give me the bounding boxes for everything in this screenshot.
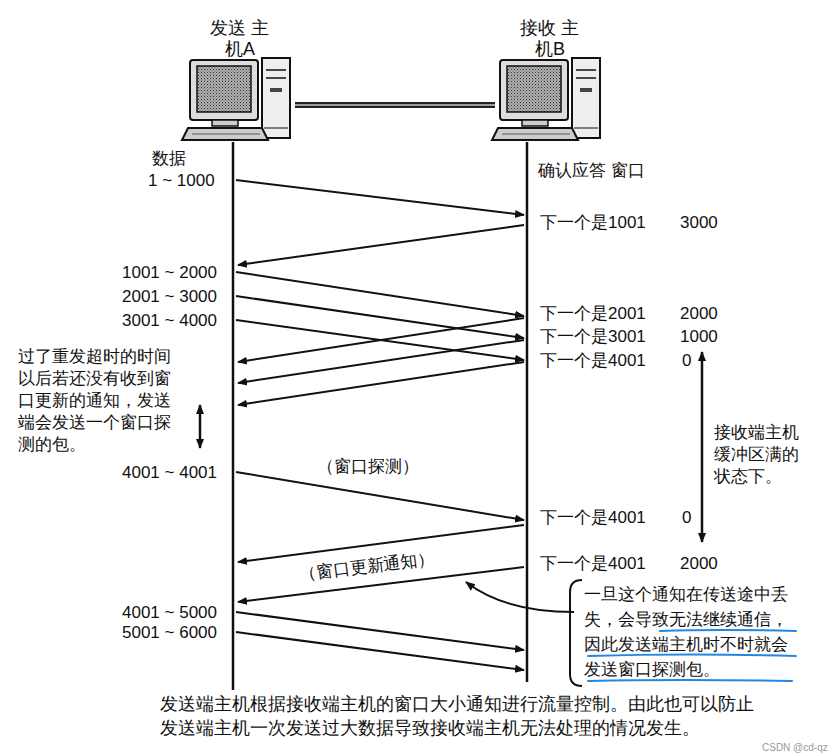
computer-icon <box>182 58 290 140</box>
data-range: 4001 ~ 5000 <box>122 602 217 624</box>
callout-pointer <box>466 582 574 612</box>
watermark: CSDN @cd-qz <box>762 742 828 754</box>
timeline <box>232 142 235 690</box>
callout-note: 一旦这个通知在传送途中丢失，会导致无法继续通信，因此发送端主机时不时就会发送窗口… <box>572 578 802 686</box>
ack-number: 下一个是1001 <box>540 212 646 234</box>
interval-arrow <box>199 405 202 448</box>
computer-icon <box>492 58 600 140</box>
window-size: 3000 <box>680 212 718 234</box>
network-cable <box>295 105 495 106</box>
callout-bracket <box>570 580 582 686</box>
data-range: 1001 ~ 2000 <box>122 262 217 284</box>
data-range: 1 ~ 1000 <box>148 170 215 192</box>
host-computer: 发送 主机A <box>185 18 295 140</box>
callout-text: 一旦这个通知在传送途中丢失，会导致无法继续通信，因此发送端主机时不时就会发送窗口… <box>584 582 796 682</box>
segment-arrows <box>236 180 524 670</box>
data-range: 4001 ~ 4001 <box>122 462 217 484</box>
window-size: 1000 <box>680 326 718 348</box>
window-size: 2000 <box>680 303 718 325</box>
data-range: 5001 ~ 6000 <box>122 622 217 644</box>
ack-number: 下一个是2001 <box>540 303 646 325</box>
arrow-label: （窗口探测） <box>315 456 421 478</box>
figure-caption: 发送端主机根据接收端主机的窗口大小通知进行流量控制。由此也可以防止发送端主机一次… <box>160 692 770 740</box>
column-heading: 数据 <box>152 148 186 170</box>
column-heading: 确认应答 窗口 <box>538 160 645 182</box>
host-name: 接收 主机B <box>519 18 581 60</box>
ack-number: 下一个是3001 <box>540 326 646 348</box>
data-range: 3001 ~ 4000 <box>122 310 217 332</box>
ack-number: 下一个是4001 <box>540 553 646 575</box>
interval-arrow <box>701 352 704 542</box>
window-size: 0 <box>682 350 691 372</box>
data-range: 2001 ~ 3000 <box>122 286 217 308</box>
window-size: 2000 <box>680 553 718 575</box>
side-note: 过了重发超时的时间以后若还没有收到窗口更新的通知，发送端会发送一个窗口探测的包。 <box>18 346 178 456</box>
host-computer: 接收 主机B <box>495 18 605 140</box>
host-name: 发送 主机A <box>209 18 271 60</box>
timeline <box>526 142 529 682</box>
side-note: 接收端主机缓冲区满的状态下。 <box>714 422 804 488</box>
window-size: 0 <box>682 507 691 529</box>
ack-number: 下一个是4001 <box>540 350 646 372</box>
ack-number: 下一个是4001 <box>540 507 646 529</box>
